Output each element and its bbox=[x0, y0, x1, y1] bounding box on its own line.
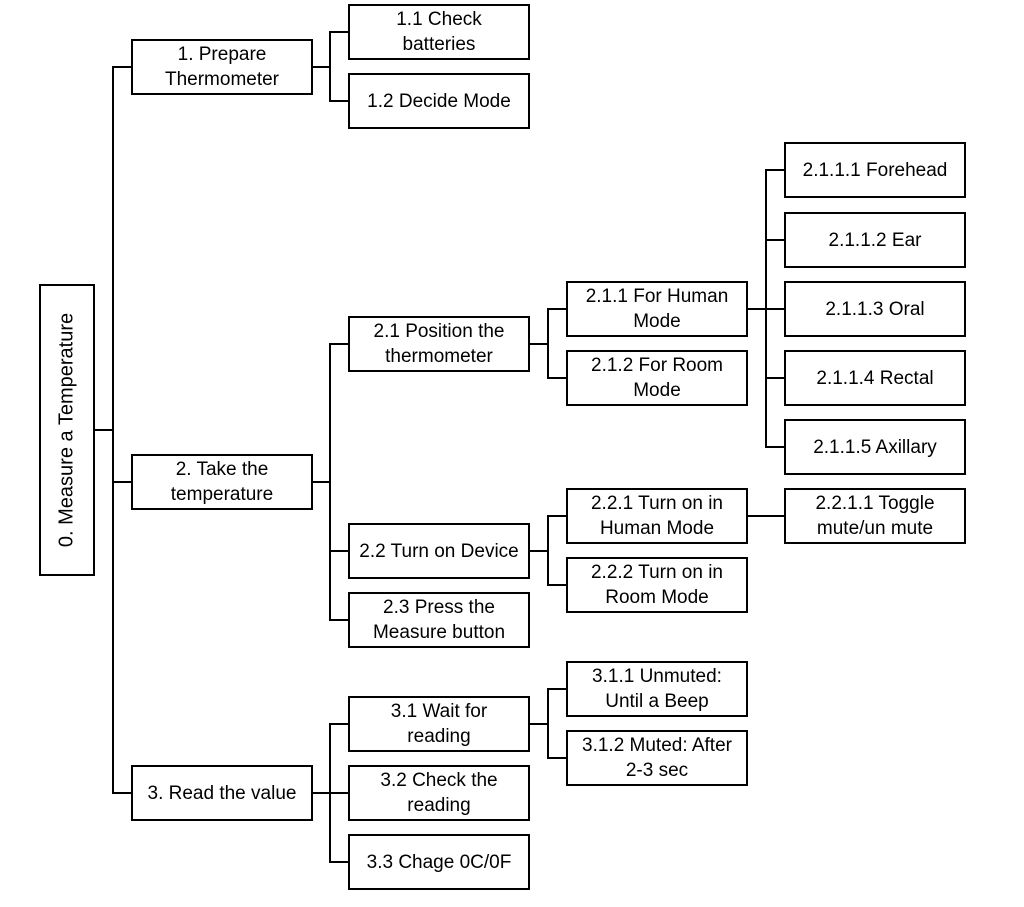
node-2-take-temperature: 2. Take the temperature bbox=[131, 454, 313, 510]
node-3-1-2-muted: 3.1.2 Muted: After 2-3 sec bbox=[566, 730, 748, 786]
node-2-1-1-1-forehead: 2.1.1.1 Forehead bbox=[784, 142, 966, 198]
node-2-2-1-human-mode: 2.2.1 Turn on in Human Mode bbox=[566, 488, 748, 544]
node-2-1-1-5-axillary: 2.1.1.5 Axillary bbox=[784, 419, 966, 475]
node-2-1-1-human-mode: 2.1.1 For Human Mode bbox=[566, 281, 748, 337]
node-3-1-wait-reading: 3.1 Wait for reading bbox=[348, 696, 530, 752]
root-node-label: 0. Measure a Temperature bbox=[55, 312, 78, 548]
node-1-2-decide-mode: 1.2 Decide Mode bbox=[348, 73, 530, 129]
node-2-1-1-3-oral: 2.1.1.3 Oral bbox=[784, 281, 966, 337]
node-2-3-press-measure: 2.3 Press the Measure button bbox=[348, 592, 530, 648]
node-3-read-value: 3. Read the value bbox=[131, 765, 313, 821]
node-3-2-check-reading: 3.2 Check the reading bbox=[348, 765, 530, 821]
node-2-2-1-1-toggle-mute: 2.2.1.1 Toggle mute/un mute bbox=[784, 488, 966, 544]
node-1-1-check-batteries: 1.1 Check batteries bbox=[348, 4, 530, 60]
node-2-2-2-room-mode: 2.2.2 Turn on in Room Mode bbox=[566, 557, 748, 613]
root-node: 0. Measure a Temperature bbox=[39, 284, 95, 576]
node-2-1-2-room-mode: 2.1.2 For Room Mode bbox=[566, 350, 748, 406]
node-3-1-1-unmuted: 3.1.1 Unmuted: Until a Beep bbox=[566, 661, 748, 717]
node-1-prepare-thermometer: 1. Prepare Thermometer bbox=[131, 39, 313, 95]
node-3-3-change-units: 3.3 Chage 0C/0F bbox=[348, 834, 530, 890]
node-2-1-position-thermometer: 2.1 Position the thermometer bbox=[348, 316, 530, 372]
node-2-1-1-4-rectal: 2.1.1.4 Rectal bbox=[784, 350, 966, 406]
node-2-2-turn-on-device: 2.2 Turn on Device bbox=[348, 523, 530, 579]
node-2-1-1-2-ear: 2.1.1.2 Ear bbox=[784, 212, 966, 268]
